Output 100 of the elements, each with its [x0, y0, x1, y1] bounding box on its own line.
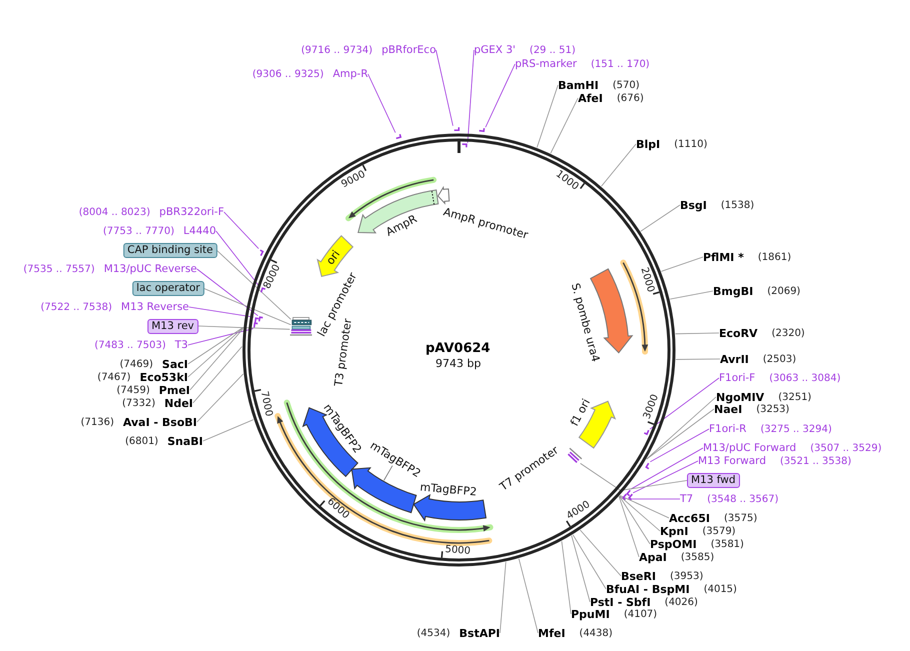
leader-line [618, 496, 640, 558]
enzyme-label: PpuMI [571, 608, 610, 620]
enzyme-label: AfeI [578, 92, 603, 104]
leader-line [580, 463, 688, 491]
primer-label: F1ori-R [709, 422, 746, 436]
leader-line [518, 558, 538, 634]
leader-line [550, 98, 578, 154]
leader-line [192, 346, 242, 404]
primer-label: M13 rev [147, 318, 198, 334]
primer-site-mark [628, 492, 634, 501]
leader-line [190, 328, 244, 390]
primer-site-mark [645, 462, 650, 470]
scale-label: 9000 [339, 168, 368, 191]
primer-label: pRS-marker [515, 58, 577, 70]
primer-position: (7483 .. 7503) [94, 338, 166, 352]
cut-position: (3585) [680, 550, 714, 564]
primer-site-mark [258, 248, 264, 256]
leader-line [485, 64, 516, 128]
leader-line [536, 84, 558, 148]
leader-line [368, 74, 396, 134]
enzyme-label: ApaI [639, 550, 667, 564]
primer-position: (3548 .. 3567) [707, 492, 779, 506]
cut-position: (1110) [674, 138, 708, 150]
leader-line [580, 530, 622, 576]
primer-position: (3507 .. 3529) [810, 442, 882, 454]
feature-label: S. pombe ura4 [568, 282, 602, 364]
primer-label: Amp-R [332, 68, 368, 80]
leader-line [561, 540, 572, 614]
cut-position: (4015) [704, 582, 737, 596]
cut-position: (3251) [778, 390, 812, 404]
leader-line [630, 448, 704, 490]
leader-line [188, 327, 244, 364]
enzyme-label: EcoRV [719, 326, 758, 340]
feature-label: lac operator [132, 281, 204, 296]
cut-position: (3953) [670, 570, 704, 582]
primer-position: (9306 .. 9325) [252, 68, 324, 80]
primer-site-mark [567, 450, 580, 464]
enzyme-label: SnaBI [167, 434, 203, 448]
cut-position: (7467) [97, 370, 131, 384]
primer-label: M13/pUC Forward [703, 442, 796, 454]
scale-label: 3000 [641, 392, 662, 421]
feature-label: AmpR promoter [442, 206, 530, 242]
leader-line [204, 288, 292, 326]
leader-line [216, 230, 260, 288]
primer-position: (3521 .. 3538) [780, 454, 852, 468]
cut-position: (3579) [702, 524, 736, 538]
leader-line [216, 250, 292, 320]
enzyme-label: PmeI [158, 384, 190, 396]
primer-position: (151 .. 170) [590, 58, 650, 70]
primer-position: (29 .. 51) [530, 44, 576, 56]
enzyme-label: PflMI * [703, 250, 744, 264]
primer-site-mark [643, 429, 650, 436]
cut-position: (7469) [120, 358, 154, 370]
enzyme-label: NgoMIV [716, 390, 764, 404]
cut-position: (7459) [116, 384, 150, 396]
feature-mark [290, 324, 312, 330]
cut-position: (1538) [720, 198, 754, 212]
scale-label: 5000 [444, 544, 472, 558]
leader-line [188, 327, 244, 378]
scale-label: 2000 [638, 266, 656, 294]
cut-position: (4438) [579, 626, 613, 640]
primer-label: pGEX 3' [474, 44, 516, 56]
enzyme-label: MfeI [538, 626, 566, 640]
primer-position: (9716 .. 9734) [301, 44, 373, 56]
leader-line [198, 326, 290, 330]
primer-position: (3275 .. 3294) [760, 422, 832, 436]
primer-label: M13/pUC Reverse [104, 262, 197, 276]
enzyme-label: BamHI [558, 78, 599, 92]
scale-label: 8000 [261, 263, 284, 292]
primer-position: (8004 .. 8023) [78, 206, 150, 218]
leader-line [620, 495, 670, 518]
leader-line [619, 496, 650, 544]
primer-position: (7522 .. 7538) [40, 300, 112, 314]
primer-site-mark [452, 126, 460, 132]
cut-position: (676) [616, 92, 644, 104]
feature-mark [290, 319, 312, 326]
leader-line [571, 535, 590, 602]
enzyme-label: BmgBI [713, 284, 754, 298]
feature-label: CAP binding site [123, 243, 217, 258]
leader-line [196, 374, 244, 422]
primer-label: F1ori-F [719, 372, 756, 384]
enzyme-label: BfuAI - BspMI [606, 582, 690, 596]
primer-site-mark [626, 489, 631, 497]
leader-line [188, 306, 254, 318]
cut-position: (3581) [710, 538, 744, 550]
primer-label: pBR322ori-F [159, 206, 224, 218]
cut-position: (2069) [767, 284, 800, 298]
leader-line [224, 212, 259, 249]
leader-line [675, 358, 720, 360]
primer-label: T7 [680, 492, 694, 506]
cut-position: (3253) [756, 404, 790, 416]
cut-position: (4534) [416, 626, 450, 640]
primer-site-mark [254, 317, 260, 324]
leader-line [632, 460, 698, 494]
enzyme-label: PspOMI [650, 538, 697, 550]
cut-position: (2503) [762, 352, 796, 366]
primer-position: (3063 .. 3084) [769, 372, 841, 384]
scale-label: 7000 [258, 390, 275, 418]
primer-label: T3 [174, 338, 188, 352]
primer-label: L4440 [183, 224, 216, 238]
